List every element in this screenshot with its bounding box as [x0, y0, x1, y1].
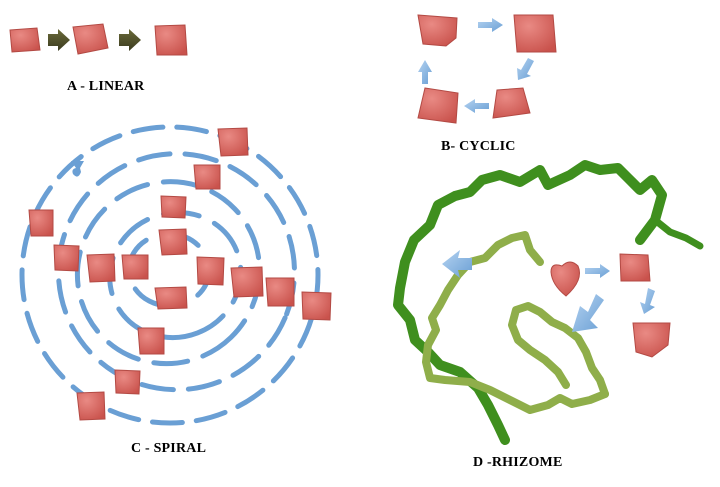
rhizome-arrow-right [585, 264, 610, 278]
linear-arrow-1 [48, 29, 70, 51]
rhizome-dark-branch [651, 216, 704, 250]
cyclic-node-top-left [417, 14, 458, 47]
spiral-dashed-path [19, 124, 321, 426]
spiral-node-10 [230, 266, 264, 298]
rhizome-node-square [619, 253, 651, 282]
cyclic-node-bottom-right [492, 87, 531, 119]
spiral-panel [19, 124, 332, 426]
spiral-node-4 [158, 228, 188, 256]
rhizome-heart-node [550, 261, 580, 297]
rhizome-light-branch [508, 302, 609, 398]
rhizome-arrow-down [640, 288, 655, 314]
rhizome-light-root [422, 231, 609, 414]
cyclic-node-bottom-left [417, 87, 459, 124]
spiral-node-12 [301, 291, 332, 321]
spiral-ring-1 [19, 124, 321, 426]
spiral-node-15 [114, 369, 141, 395]
cyclic-node-top-right [513, 14, 557, 53]
spiral-node-7 [86, 253, 116, 283]
rhizome-panel [393, 160, 704, 445]
spiral-start-marker [71, 161, 84, 177]
spiral-node-6 [53, 244, 80, 272]
spiral-nodes [28, 127, 332, 421]
spiral-node-9 [196, 256, 225, 286]
spiral-node-11 [265, 277, 295, 307]
spiral-node-5 [28, 209, 54, 237]
linear-node-1 [9, 27, 41, 53]
linear-caption: A - LINEAR [67, 79, 145, 94]
spiral-ring-4 [107, 209, 244, 341]
rhizome-caption: D -RHIZOME [473, 455, 563, 470]
spiral-caption: C - SPIRAL [131, 441, 207, 456]
linear-node-2 [72, 23, 109, 55]
linear-arrow-2 [119, 29, 141, 51]
spiral-node-3 [160, 195, 187, 219]
rhizome-arrow-left [442, 250, 472, 278]
rhizome-node-bottom [632, 322, 671, 358]
spiral-node-16 [76, 391, 106, 421]
spiral-ring-3 [74, 179, 262, 367]
spiral-node-14 [137, 327, 165, 355]
rhizome-arrow-big [572, 294, 604, 332]
linear-panel [9, 23, 188, 56]
spiral-node-8 [121, 254, 149, 280]
cyclic-arrow-left [464, 99, 489, 113]
cyclic-arrow-up [418, 60, 432, 84]
linear-node-3 [154, 24, 188, 56]
spiral-node-1 [217, 127, 249, 157]
rhizome-dark-root [393, 160, 667, 445]
spiral-node-2 [193, 164, 221, 190]
cyclic-arrow-down [517, 58, 534, 80]
spiral-node-13 [154, 286, 188, 310]
cyclic-panel [417, 14, 557, 124]
cyclic-arrow-right [478, 18, 503, 32]
spiral-ring-2 [55, 151, 297, 393]
cyclic-caption: B- CYCLIC [441, 139, 516, 154]
